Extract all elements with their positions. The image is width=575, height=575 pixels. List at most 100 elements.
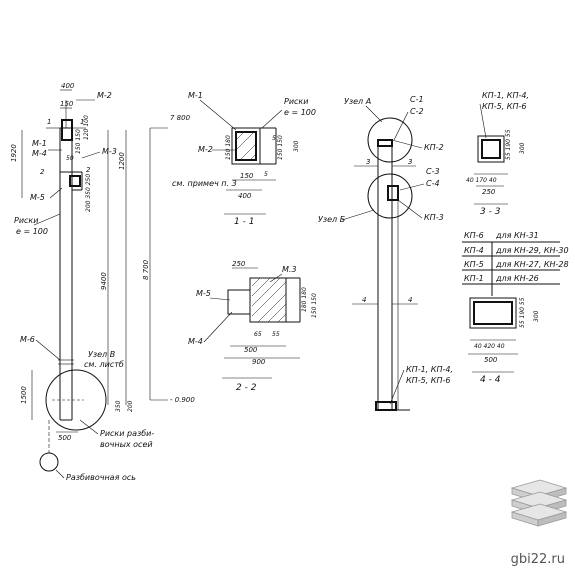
s11-risk-e: e = 100 xyxy=(284,108,316,117)
label-m3: М-3 xyxy=(102,147,117,156)
risk-e: e = 100 xyxy=(16,227,48,236)
node-elevation: Узел А С-1 С-2 КП-2 3 3 С-3 С-4 КП-3 Узе… xyxy=(318,95,453,411)
s44-d300: 300 xyxy=(533,310,540,322)
risk-bottom-1: Риски разби- xyxy=(100,429,154,438)
risk-bottom-2: вочных осей xyxy=(100,440,153,449)
table-row-1-kp: КП-6 xyxy=(464,231,484,240)
s22-d65: 65 xyxy=(254,331,262,338)
s22-d55: 55 xyxy=(272,331,280,338)
dim-120-100: 120 100 xyxy=(83,115,90,140)
uzel-b: Узел Б xyxy=(318,215,346,224)
table-row-3-text: для КН-27, КН-28 xyxy=(495,260,569,269)
logo-icon xyxy=(510,479,568,527)
axis-circle xyxy=(39,452,59,472)
s44-d55-190-55: 55 190 55 xyxy=(519,297,526,328)
node-v-2: см. листб xyxy=(84,360,124,369)
label-m1: М-1 xyxy=(32,139,47,148)
table-row-3-kp: КП-5 xyxy=(464,260,484,269)
kp-bottom-1: КП-1, КП-4, xyxy=(406,365,453,374)
table-row-2-text: для КН-29, КН-30 xyxy=(495,246,569,255)
c4: С-4 xyxy=(426,179,440,188)
label-m2: М-2 xyxy=(97,91,112,100)
dim-1200: 1200 xyxy=(118,152,126,170)
s22-d180-180: 180 180 xyxy=(301,287,308,312)
kp-table: КП-6 для КН-31 КП-4 для КН-29, КН-30 КП-… xyxy=(462,231,569,296)
s22-m4: М-4 xyxy=(188,337,203,346)
s44-title: 4 - 4 xyxy=(480,375,501,385)
s22-m3: М.3 xyxy=(282,265,297,274)
section-1-1: М-1 М-2 Риски e = 100 150 180 5 150 150 … xyxy=(172,91,316,227)
node-v-1: Узел В xyxy=(88,350,115,359)
level-bottom: - 0.900 xyxy=(170,396,195,404)
s11-d150-180: 150 180 xyxy=(225,135,232,160)
s33-d40-170-40: 40 170 40 xyxy=(466,177,497,184)
label-m5: М-5 xyxy=(30,193,45,202)
s33-d250: 250 xyxy=(482,188,496,196)
dim-top: 400 xyxy=(61,82,75,90)
dim-150-150: 150 150 xyxy=(75,129,82,154)
table-row-2-kp: КП-4 xyxy=(464,246,484,255)
label-m4: М-4 xyxy=(32,149,47,158)
s11-note: см. примеч п. 3 xyxy=(172,179,237,188)
cut-1-left: 1 xyxy=(47,118,51,126)
sec3-left: 3 xyxy=(366,158,370,166)
dim-200: 200 xyxy=(127,400,134,412)
section-2-2: 250 М.3 М-5 М-4 180 180 150 150 65 55 50… xyxy=(188,260,318,393)
s33-d300: 300 xyxy=(519,142,526,154)
s22-d250: 250 xyxy=(232,260,246,268)
dim-350: 350 xyxy=(115,400,122,412)
dim-200-350-250: 200 350 250 xyxy=(85,174,92,212)
uzel-a: Узел А xyxy=(344,97,371,106)
s22-title: 2 - 2 xyxy=(236,383,257,393)
hatched-block xyxy=(251,277,287,323)
s33-title: 3 - 3 xyxy=(480,207,501,217)
kp3: КП-3 xyxy=(424,213,444,222)
s33-lbl2: КП-5, КП-6 xyxy=(482,102,526,111)
s11-d5b: 5 xyxy=(264,171,268,178)
column-elevation: 400 150 М-2 1 1 М-1 М-4 2 М-5 1920 120 1… xyxy=(10,82,195,482)
s11-m2: М-2 xyxy=(198,145,213,154)
cut-2-left: 2 xyxy=(40,168,45,176)
dim-50: 50 xyxy=(66,155,74,162)
s22-d900: 900 xyxy=(252,358,266,366)
sec4-right: 4 xyxy=(408,296,412,304)
s11-title: 1 - 1 xyxy=(234,217,254,227)
cut-2-right: 2 xyxy=(86,166,91,174)
dim-1920: 1920 xyxy=(10,144,18,162)
s44-d40-420-40: 40 420 40 xyxy=(474,343,505,350)
sec3-right: 3 xyxy=(408,158,412,166)
s22-d150-150: 150 150 xyxy=(311,293,318,318)
s22-d500: 500 xyxy=(244,346,258,354)
s44-d500: 500 xyxy=(484,356,498,364)
watermark: gbi22.ru xyxy=(510,552,565,567)
dim-150: 150 xyxy=(60,100,74,108)
sec4-left: 4 xyxy=(362,296,366,304)
kp2: КП-2 xyxy=(424,143,444,152)
section-3-3: КП-1, КП-4, КП-5, КП-6 55 190 55 300 40 … xyxy=(466,91,529,217)
s33-d55-190-55: 55 190 55 xyxy=(505,129,512,160)
c1: С-1 xyxy=(410,95,424,104)
table-row-4-text: для КН-26 xyxy=(495,274,539,283)
risk-label: Риски xyxy=(14,216,38,225)
section-4-4: 55 190 55 300 40 420 40 500 4 - 4 xyxy=(468,297,540,385)
s11-d5: 5 xyxy=(272,135,276,142)
axis-label: Разбивочная ось xyxy=(66,473,136,482)
level-top: 7 800 xyxy=(170,114,191,122)
dim-9400: 9400 xyxy=(100,272,108,290)
s11-d400: 400 xyxy=(238,192,252,200)
c3: С-3 xyxy=(426,167,440,176)
s33-lbl1: КП-1, КП-4, xyxy=(482,91,529,100)
s11-risk: Риски xyxy=(284,97,308,106)
table-row-1-text: для КН-31 xyxy=(495,231,539,240)
c2: С-2 xyxy=(410,107,424,116)
cut-1-right: 1 xyxy=(80,118,84,126)
dim-500: 500 xyxy=(58,434,72,442)
dim-1500: 1500 xyxy=(20,386,28,404)
table-row-4-kp: КП-1 xyxy=(464,274,484,283)
s11-d150: 150 xyxy=(240,172,254,180)
s11-d300: 300 xyxy=(293,140,300,152)
label-m6: М-6 xyxy=(20,335,35,344)
s11-m1: М-1 xyxy=(188,91,203,100)
dim-8700: 8 700 xyxy=(142,259,150,280)
